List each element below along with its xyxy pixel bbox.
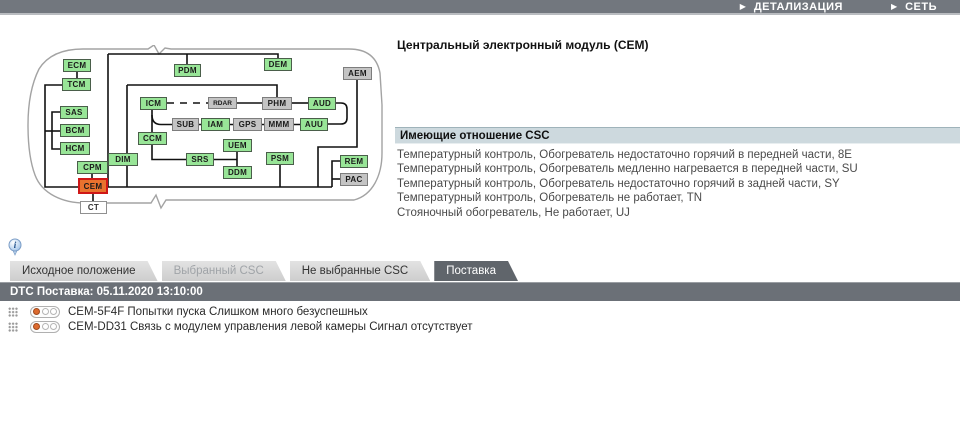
module-psm[interactable]: PSM xyxy=(266,152,294,165)
module-phm[interactable]: PHM xyxy=(262,97,292,110)
module-aud[interactable]: AUD xyxy=(308,97,336,110)
tab-selected-csc[interactable]: Выбранный CSC xyxy=(162,261,286,281)
module-gps[interactable]: GPS xyxy=(233,118,262,131)
csc-item[interactable]: Температурный контроль, Обогреватель мед… xyxy=(397,163,858,176)
module-rem[interactable]: REM xyxy=(340,155,368,168)
module-rdar[interactable]: RDAR xyxy=(208,97,237,109)
module-srs[interactable]: SRS xyxy=(186,153,214,166)
module-cem[interactable]: CEM xyxy=(78,178,108,194)
tab-initial-position[interactable]: Исходное положение xyxy=(10,261,158,281)
drag-handle-icon[interactable] xyxy=(8,321,18,332)
module-pdm[interactable]: PDM xyxy=(174,64,201,77)
module-hcm[interactable]: HCM xyxy=(60,142,90,155)
csc-section-header: Имеющие отношение CSC xyxy=(395,127,960,144)
dtc-row[interactable]: CEM-DD31 Связь с модулем управления лево… xyxy=(0,319,960,334)
status-lamp-icon xyxy=(30,305,60,318)
csc-item[interactable]: Температурный контроль, Обогреватель не … xyxy=(397,192,703,205)
module-iam[interactable]: IAM xyxy=(201,118,230,131)
tab-unselected-csc[interactable]: Не выбранные CSC xyxy=(290,261,431,281)
module-dem[interactable]: DEM xyxy=(264,58,292,71)
module-dim[interactable]: DIM xyxy=(108,153,138,166)
dtc-row[interactable]: CEM-5F4F Попытки пуска Слишком много без… xyxy=(0,304,960,319)
module-sas[interactable]: SAS xyxy=(60,106,88,119)
drag-handle-icon[interactable] xyxy=(8,306,18,317)
module-sub[interactable]: SUB xyxy=(172,118,199,131)
tab-delivery[interactable]: Поставка xyxy=(434,261,518,281)
diagram-wiring xyxy=(27,45,383,210)
module-uem[interactable]: UEM xyxy=(223,139,252,152)
module-pac[interactable]: PAC xyxy=(340,173,368,186)
dtc-row-label: CEM-DD31 Связь с модулем управления лево… xyxy=(68,320,473,333)
chevron-right-icon: ▶ xyxy=(890,1,898,11)
bus-wiring xyxy=(44,53,358,201)
module-ccm[interactable]: CCM xyxy=(138,132,167,145)
module-ecm[interactable]: ECM xyxy=(63,59,91,72)
car-outline xyxy=(27,45,383,210)
dtc-header: DTC Поставка: 05.11.2020 13:10:00 xyxy=(0,282,960,301)
module-icm[interactable]: ICM xyxy=(140,97,167,110)
dtc-list: CEM-5F4F Попытки пуска Слишком много без… xyxy=(0,304,960,334)
dtc-row-label: CEM-5F4F Попытки пуска Слишком много без… xyxy=(68,305,368,318)
top-toolbar: ▶ ДЕТАЛИЗАЦИЯ ▶ СЕТЬ xyxy=(0,0,960,15)
detail-button[interactable]: ▶ ДЕТАЛИЗАЦИЯ xyxy=(740,1,843,13)
network-button[interactable]: ▶ СЕТЬ xyxy=(891,1,937,13)
chevron-right-icon: ▶ xyxy=(739,1,746,11)
vehicle-diagram: ECM TCM SAS BCM HCM CPM CEM CT DIM PDM DEM AEM ICM RD… xyxy=(25,45,385,225)
module-tcm[interactable]: TCM xyxy=(62,78,91,91)
module-ct[interactable]: CT xyxy=(80,201,107,214)
module-ddm[interactable]: DDM xyxy=(223,166,252,179)
csc-item[interactable]: Стояночный обогреватель, Не работает, UJ xyxy=(397,206,630,219)
module-auu[interactable]: AUU xyxy=(300,118,328,131)
module-cpm[interactable]: CPM xyxy=(77,161,108,174)
csc-item[interactable]: Температурный контроль, Обогреватель нед… xyxy=(397,149,852,161)
svg-text:i: i xyxy=(14,240,17,250)
csc-item[interactable]: Температурный контроль, Обогреватель нед… xyxy=(397,177,840,190)
info-icon[interactable]: i xyxy=(8,238,22,256)
status-lamp-icon xyxy=(30,320,60,333)
module-bcm[interactable]: BCM xyxy=(60,124,90,137)
detail-button-label: ДЕТАЛИЗАЦИЯ xyxy=(753,0,843,13)
module-aem[interactable]: AEM xyxy=(343,67,372,80)
csc-list: Температурный контроль, Обогреватель нед… xyxy=(397,148,957,220)
network-button-label: СЕТЬ xyxy=(905,0,937,13)
page-title: Центральный электронный модуль (CEM) xyxy=(397,38,649,52)
module-mmm[interactable]: MMM xyxy=(264,118,294,131)
